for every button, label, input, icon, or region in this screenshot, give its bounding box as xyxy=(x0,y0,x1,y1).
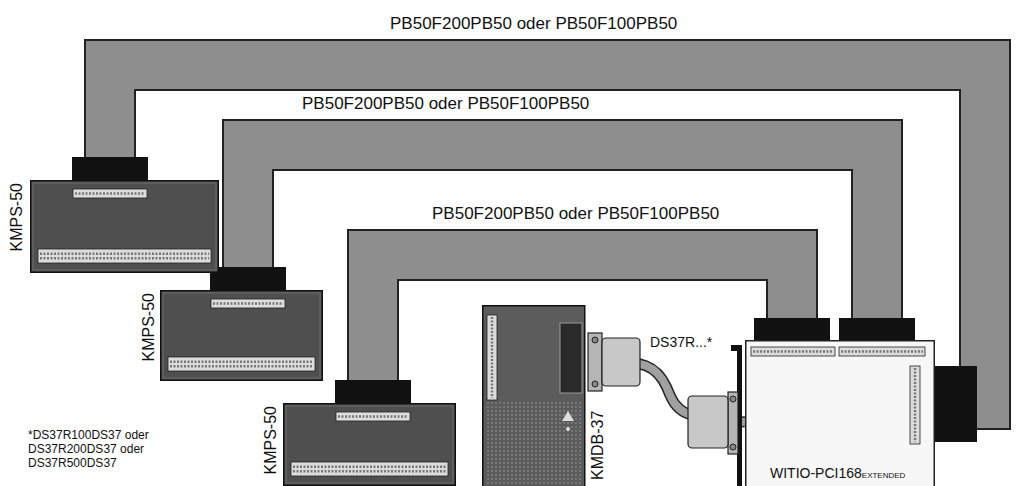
ribbon-cable xyxy=(373,255,792,403)
pin-header xyxy=(168,357,315,371)
board-bevel xyxy=(163,293,320,378)
cable-label-anchor: PB50F200PB50 oder PB50F100PB50 xyxy=(388,14,679,34)
pin-row xyxy=(40,252,209,255)
pin-row xyxy=(170,360,313,363)
cable-label-anchor: PB50F200PB50 oder PB50F100PB50 xyxy=(300,94,591,114)
dsub-screw xyxy=(730,444,736,450)
cable-label: PB50F200PB50 oder PB50F100PB50 xyxy=(430,204,721,224)
pin-header xyxy=(839,347,925,356)
io-card: WITIO-PCI168EXTENDED xyxy=(745,340,935,486)
board-art xyxy=(746,341,935,486)
pin-row xyxy=(170,365,313,368)
dsub-screw xyxy=(730,396,736,402)
terminal-board xyxy=(483,306,585,486)
dsub-hood xyxy=(602,338,640,386)
pin-row xyxy=(338,415,408,418)
cable-body xyxy=(373,255,792,403)
terminal-board xyxy=(284,404,456,486)
ribbon-plug xyxy=(210,267,286,290)
dsub-screw xyxy=(592,381,598,387)
board-art xyxy=(31,181,219,273)
board-outline xyxy=(262,403,456,486)
dsub-flange xyxy=(588,333,602,391)
board-outline xyxy=(745,340,935,486)
terminal-board xyxy=(31,181,219,273)
led-symbol xyxy=(562,411,574,421)
board-outline xyxy=(6,180,219,273)
pin-header xyxy=(751,347,835,356)
dsub-screw xyxy=(592,337,598,343)
pin-row xyxy=(40,257,209,260)
pin-row xyxy=(491,317,494,398)
terminal-board: KMPS-50 xyxy=(6,180,219,273)
dsub-socket xyxy=(560,323,582,393)
pin-header xyxy=(291,462,448,476)
board-name-suffix: EXTENDED xyxy=(862,471,906,480)
perforated-area xyxy=(486,401,581,486)
pin-row xyxy=(75,192,145,195)
terminal-board xyxy=(161,291,323,381)
pin-row xyxy=(213,302,283,305)
cable-label: PB50F200PB50 oder PB50F100PB50 xyxy=(388,14,679,34)
pin-row xyxy=(293,465,446,468)
pin-header xyxy=(211,299,285,308)
terminal-board: KMPS-50 xyxy=(140,290,323,381)
board-name: KMPS-50 xyxy=(140,293,158,361)
footnote-anchor: *DS37R100DS37 oder DS37R200DS37 oder DS3… xyxy=(28,428,163,470)
terminal-board: KMPS-50 xyxy=(262,403,456,486)
dsub-hood xyxy=(688,396,728,448)
pin-row xyxy=(753,350,833,353)
pin-header xyxy=(38,249,211,263)
board-bevel xyxy=(286,406,453,483)
board-art xyxy=(483,306,585,486)
ribbon-plug xyxy=(839,318,915,340)
pci-card xyxy=(746,341,935,486)
ribbon-plug xyxy=(754,318,830,340)
cable-label: PB50F200PB50 oder PB50F100PB50 xyxy=(300,94,591,114)
pin-row xyxy=(293,470,446,473)
pin-header xyxy=(487,315,497,400)
pin-row xyxy=(914,368,917,442)
dsub-flange xyxy=(728,392,738,454)
pin-row xyxy=(841,350,923,353)
board-name: KMDB-37 xyxy=(589,411,607,480)
board-bevel xyxy=(33,183,216,270)
board-name: WITIO-PCI168 xyxy=(770,465,862,481)
board-art xyxy=(284,404,456,486)
board-name: KMPS-50 xyxy=(8,183,26,251)
ribbon-plug xyxy=(72,157,148,180)
terminal-board: KMDB-37 xyxy=(482,305,608,486)
cable-label-anchor: DS37R...* xyxy=(648,333,714,351)
ribbon-plug xyxy=(335,380,411,403)
pin-header xyxy=(336,412,410,421)
ribbon-plug xyxy=(935,366,977,442)
board-outline xyxy=(140,290,323,381)
footnote: *DS37R100DS37 oder DS37R200DS37 oder DS3… xyxy=(28,428,163,470)
board-art xyxy=(161,291,323,381)
pin-header xyxy=(910,366,920,444)
slot-bracket-tab xyxy=(731,345,737,351)
board-name: KMPS-50 xyxy=(262,406,280,474)
led-dot xyxy=(566,427,570,431)
cable-label: DS37R...* xyxy=(648,334,714,350)
cable-label-anchor: PB50F200PB50 oder PB50F100PB50 xyxy=(430,204,721,224)
pin-header xyxy=(73,189,147,198)
cable-outline xyxy=(373,255,792,403)
